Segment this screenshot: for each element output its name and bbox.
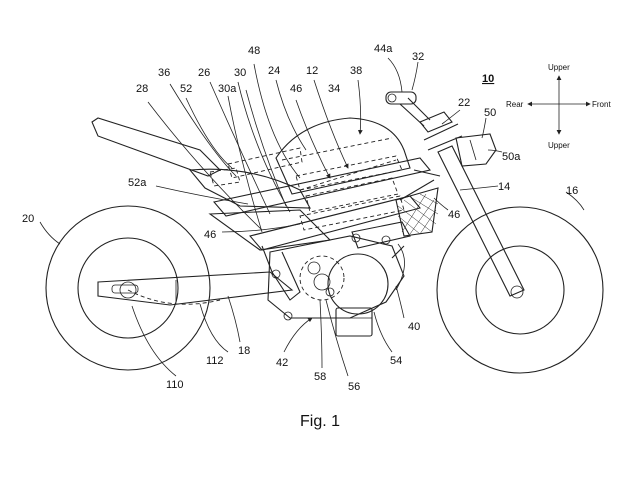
direction-up-label: Upper [548,63,570,72]
rear-wheel [45,205,211,371]
ref-label-42: 42 [276,357,288,369]
ref-label-26: 26 [198,67,210,79]
tank-cover [275,117,411,195]
ref-label-16: 16 [566,185,578,197]
radiator-mesh [395,187,439,237]
direction-indicator: Upper Upper Rear Front [506,63,611,150]
ref-label-46-left: 46 [204,229,216,241]
ref-label-36: 36 [158,67,170,79]
handlebar [385,91,431,127]
ref-label-46-right: 46 [448,209,460,221]
ref-label-12: 12 [306,65,318,77]
ref-label-14: 14 [498,181,510,193]
ref-label-52: 52 [180,83,192,95]
ref-label-44a: 44a [374,43,393,55]
ref-label-110: 110 [166,379,184,391]
ref-label-54: 54 [390,355,402,367]
ref-label-10: 10 [482,73,494,85]
ref-label-40: 40 [408,321,420,333]
ref-label-34: 34 [328,83,340,95]
ref-label-24: 24 [268,65,280,77]
ref-label-30a: 30a [218,83,237,95]
reference-labels: 10 20 28 36 52 26 30a 30 48 24 12 46 34 … [22,43,578,393]
ref-label-46-top: 46 [290,83,302,95]
ref-label-32: 32 [412,51,424,63]
ref-label-20: 20 [22,213,34,225]
ref-label-38: 38 [350,65,362,77]
leader-lines [39,57,585,377]
figure-caption: Fig. 1 [300,413,340,430]
ref-label-28: 28 [136,83,148,95]
direction-right-label: Front [592,100,611,109]
ref-label-56: 56 [348,381,360,393]
battery-units [209,147,405,231]
ref-label-50: 50 [484,107,496,119]
power-unit [267,221,411,337]
seat-rear-cowl [91,117,311,209]
direction-down-label: Upper [548,141,570,150]
front-wheel [436,206,604,374]
ref-label-112: 112 [206,355,224,367]
ref-label-52a: 52a [128,177,147,189]
direction-left-label: Rear [506,100,524,109]
front-cowl [455,133,497,167]
ref-label-30: 30 [234,67,246,79]
swing-arm [97,271,294,306]
ref-label-50a: 50a [502,151,521,163]
ref-label-18: 18 [238,345,250,357]
ref-label-48: 48 [248,45,260,57]
ref-label-58: 58 [314,371,326,383]
ref-label-22: 22 [458,97,470,109]
